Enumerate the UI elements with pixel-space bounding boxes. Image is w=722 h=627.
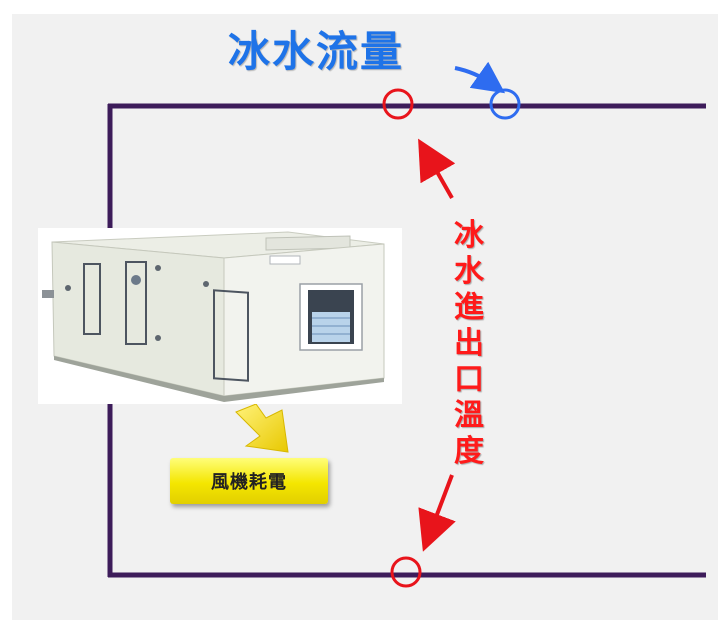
- air-handling-unit-image: [38, 228, 402, 404]
- chilled-water-temp-label: 冰 水 進 出 口 溫 度: [446, 218, 492, 470]
- fan-power-badge: 風機耗電: [170, 458, 328, 504]
- temp-label-char: 溫: [454, 398, 484, 433]
- return-temp-sensor: [390, 556, 422, 588]
- arrow-to-return-sensor: [418, 474, 456, 552]
- temp-label-char: 度: [454, 434, 484, 469]
- temp-label-char: 水: [454, 254, 484, 289]
- temp-label-char: 出: [454, 326, 484, 361]
- temp-label-char: 口: [454, 362, 484, 397]
- temp-label-char: 進: [454, 290, 484, 325]
- arrow-icon: [454, 61, 506, 94]
- temp-label-char: 冰: [454, 218, 484, 253]
- arrow-to-supply-sensor: [418, 138, 456, 199]
- chilled-water-flow-label: 冰水流量: [228, 27, 405, 76]
- pipe-loop: [107, 103, 706, 578]
- callout-arrow-icon: [235, 403, 289, 453]
- supply-temp-sensor: [382, 88, 414, 120]
